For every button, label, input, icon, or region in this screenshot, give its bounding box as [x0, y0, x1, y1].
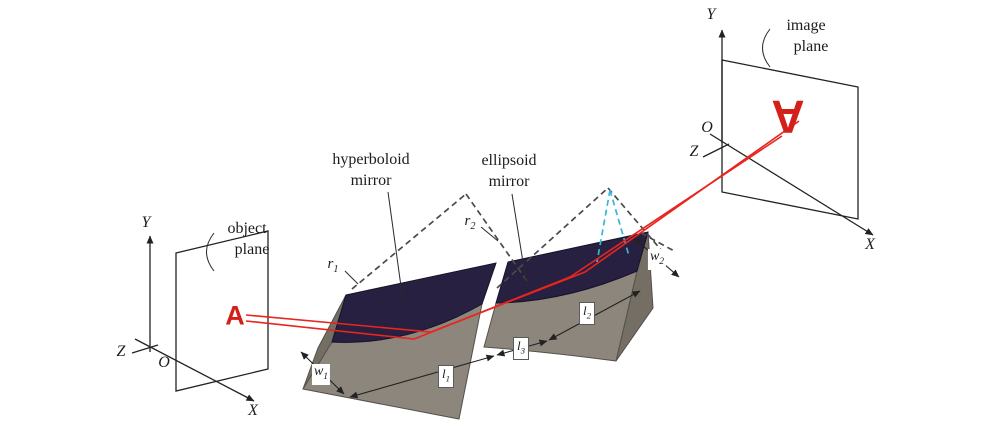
image-letter-a-inverted: A	[771, 91, 805, 143]
object-plane-label-line2: plane	[234, 241, 270, 258]
w1-sub: 1	[323, 371, 329, 382]
image-plane-outline	[721, 59, 859, 220]
r2-leader	[480, 226, 499, 242]
image-plane-x-axis	[709, 133, 874, 236]
hyperboloid-construction-dashed-left	[351, 193, 467, 290]
hyperboloid-mirror-label-line2: mirror	[350, 172, 392, 189]
r1-base: r	[327, 256, 334, 272]
r1-label: r1	[328, 255, 339, 279]
image-plane-label-line2: plane	[793, 38, 829, 55]
ellipsoid-label-leader	[511, 193, 528, 288]
l1-dimension-arrow	[349, 354, 495, 399]
object-plane-label-line1: object	[227, 220, 267, 237]
object-plane-x-axis	[134, 338, 255, 402]
image-axis-label-x: X	[865, 236, 875, 253]
l3-label: l3	[512, 337, 530, 360]
l2-sub: 2	[586, 310, 592, 321]
r1-sub: 1	[333, 264, 339, 275]
hyperboloid-mirror-label-line1: hyperboloid	[332, 151, 410, 168]
light-ray-lower	[245, 135, 783, 340]
image-origin-label: O	[701, 119, 713, 136]
w1-label: w1	[311, 364, 331, 385]
object-letter-a: A	[225, 300, 245, 331]
l2-base: l	[582, 303, 587, 318]
cyan-construction-dashed-left	[596, 189, 611, 263]
ellipsoid-mirror-label-line2: mirror	[488, 173, 530, 190]
object-axis-label-y: Y	[141, 214, 151, 231]
ellipsoid-construction-dashed-right	[607, 187, 663, 252]
w2-label: w2	[647, 249, 667, 270]
l3-sub: 3	[520, 345, 526, 356]
object-plane-z-axis	[131, 344, 159, 354]
image-plane-label-bracket	[762, 28, 771, 68]
l2-label: l2	[578, 302, 596, 325]
r2-base: r	[464, 213, 471, 229]
object-axis-label-z: Z	[116, 343, 126, 360]
ellipsoid-construction-dashed-left	[496, 187, 609, 289]
object-plane-label-bracket	[206, 232, 215, 272]
w2-sub: 2	[659, 256, 665, 267]
r1-leader	[344, 270, 359, 285]
w2-base: w	[649, 249, 660, 264]
w1-base: w	[313, 364, 324, 379]
cyan-construction-dashed-right	[609, 189, 630, 257]
r2-label: r2	[465, 212, 476, 236]
image-axis-label-y: Y	[706, 6, 716, 23]
image-plane-z-axis	[702, 143, 730, 158]
object-plane-outline	[175, 230, 269, 392]
l1-base: l	[441, 366, 446, 381]
hyperboloid-mirror-surface	[331, 262, 497, 343]
l1-sub: 1	[445, 373, 451, 384]
l1-label: l1	[437, 365, 455, 388]
l3-base: l	[516, 338, 521, 353]
object-origin-label: O	[158, 354, 170, 371]
ellipsoid-mirror-label-line1: ellipsoid	[481, 152, 537, 169]
hyperboloid-construction-dashed-right	[465, 193, 528, 282]
hyperboloid-label-leader	[387, 191, 404, 302]
r2-sub: 2	[470, 221, 476, 232]
image-axis-label-z: Z	[689, 143, 699, 160]
image-plane-label-line1: image	[786, 17, 826, 34]
object-axis-label-x: X	[248, 402, 258, 419]
